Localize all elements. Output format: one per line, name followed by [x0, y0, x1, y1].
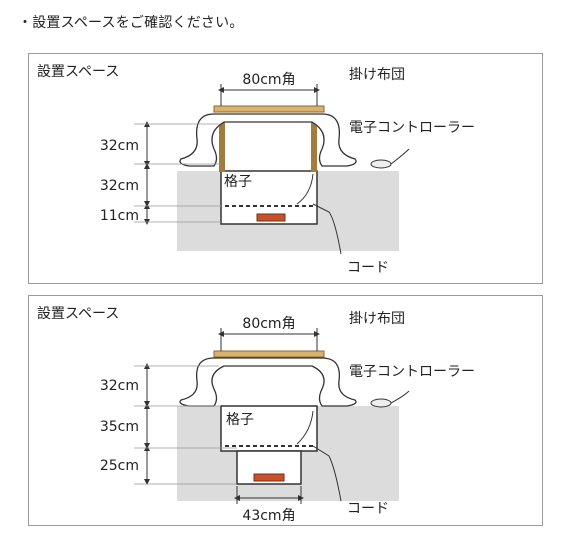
futon-label: 掛け布団 [349, 67, 405, 83]
table-top [213, 105, 325, 113]
page-heading: ・設置スペースをご確認ください。 [18, 15, 244, 31]
cord-label: コード [347, 260, 389, 276]
controller-cord [390, 148, 410, 165]
heater [253, 473, 285, 482]
futon [179, 113, 357, 167]
cord-inside [296, 410, 314, 445]
dim-label-2: 32cm [100, 178, 139, 194]
pit [220, 170, 318, 225]
dim-label-1: 32cm [100, 378, 139, 394]
cord-leader [312, 203, 342, 255]
dim-label-2: 35cm [100, 419, 139, 435]
width-label: 80cm角 [242, 316, 295, 332]
dim-label-1: 32cm [100, 138, 139, 154]
cord-leader [312, 445, 342, 502]
cord-inside [296, 173, 314, 205]
controller [370, 398, 392, 408]
futon [179, 357, 357, 407]
dim-label-3: 25cm [100, 458, 139, 474]
installation-space-panel-1: 設置スペース 80cm角 掛け布団 電子コントローラー 格子 コード 32cm … [28, 53, 543, 284]
bottom-width-label: 43cm角 [242, 508, 295, 524]
floor [177, 406, 399, 501]
controller-cord [390, 390, 410, 404]
heater [256, 213, 286, 222]
floor [177, 171, 399, 251]
panel-1-diagram: 設置スペース 80cm角 掛け布団 電子コントローラー 格子 コード 32cm … [37, 64, 475, 276]
controller [370, 159, 392, 169]
frame-leg-right [311, 116, 317, 172]
frame-leg-left [219, 116, 225, 172]
cord-label: コード [347, 501, 389, 517]
installation-space-panel-2: 設置スペース 80cm角 掛け布団 電子コントローラー 格子 コード 43cm角… [28, 295, 543, 526]
futon-label: 掛け布団 [349, 311, 405, 327]
grid-label: 格子 [226, 412, 254, 428]
panel-title: 設置スペース [37, 64, 119, 80]
controller-label: 電子コントローラー [349, 120, 475, 136]
panel-title: 設置スペース [37, 306, 119, 322]
panel-2-diagram: 設置スペース 80cm角 掛け布団 電子コントローラー 格子 コード 43cm角… [37, 306, 475, 524]
dim-label-3: 11cm [100, 208, 139, 224]
grid-label: 格子 [224, 174, 252, 190]
width-label: 80cm角 [242, 72, 295, 88]
controller-label: 電子コントローラー [349, 364, 475, 380]
table-top [213, 350, 325, 358]
